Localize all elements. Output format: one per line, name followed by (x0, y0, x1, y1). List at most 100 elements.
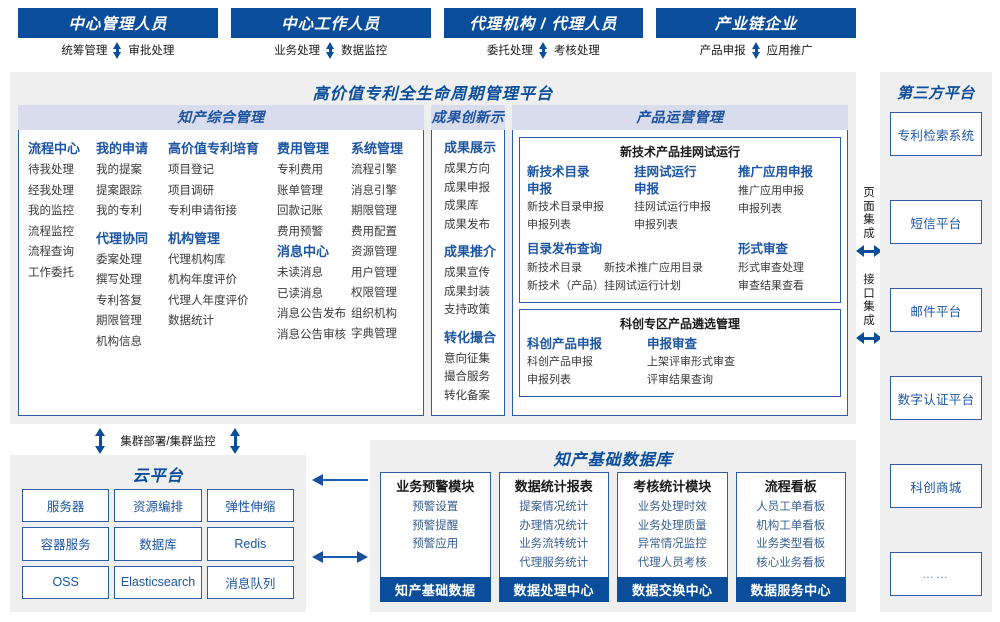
card-item[interactable]: 代理人员考核 (637, 556, 707, 569)
cloud-cell-orchestration[interactable]: 资源编排 (114, 489, 202, 523)
third-party-item-email[interactable]: 邮件平台 (890, 288, 982, 332)
role-title-2[interactable]: 代理机构 / 代理人员 (443, 8, 644, 38)
database-footer-processing-center[interactable]: 数据处理中心 (498, 577, 609, 602)
menu-item[interactable]: 审查结果查看 (738, 279, 804, 292)
menu-item[interactable]: 机构年度评价 (168, 274, 237, 286)
menu-item[interactable]: 用户管理 (351, 266, 397, 279)
menu-item[interactable]: 组织机构 (351, 307, 397, 320)
menu-item[interactable]: 意向征集 (444, 352, 490, 365)
card-item[interactable]: 业务流转统计 (519, 538, 589, 550)
menu-item[interactable]: 费用配置 (351, 225, 397, 238)
cloud-cell-database[interactable]: 数据库 (114, 527, 202, 561)
menu-item[interactable]: 消息公告审核 (277, 328, 346, 341)
menu-item[interactable]: 新技术（产品）挂网试运行计划 (527, 279, 681, 292)
menu-item[interactable]: 成果方向 (444, 163, 490, 175)
menu-item[interactable]: 委案处理 (96, 253, 142, 266)
card-item[interactable]: 预警设置 (412, 501, 459, 513)
menu-item[interactable]: 权限管理 (351, 287, 397, 299)
menu-item[interactable]: 支持政策 (444, 304, 490, 316)
menu-item[interactable]: 形式审查处理 (738, 261, 804, 274)
menu-item[interactable]: 回款记账 (277, 205, 323, 217)
cloud-cell-elasticsearch[interactable]: Elasticsearch (114, 565, 202, 599)
menu-item[interactable]: 挂网试运行申报 (634, 201, 711, 213)
menu-item[interactable]: 我的专利 (96, 205, 142, 217)
menu-item[interactable]: 提案跟踪 (96, 184, 142, 197)
card-item[interactable]: 提案情况统计 (519, 501, 589, 513)
cloud-cell-server[interactable]: 服务器 (22, 489, 110, 523)
menu-item[interactable]: 申报列表 (527, 374, 571, 386)
menu-item[interactable]: 我的监控 (28, 205, 74, 217)
role-title-1[interactable]: 中心工作人员 (230, 8, 431, 38)
menu-item[interactable]: 费用预警 (277, 225, 323, 238)
third-party-item-digital-cert[interactable]: 数字认证平台 (890, 376, 982, 420)
card-item[interactable]: 代理服务统计 (519, 556, 589, 569)
menu-item[interactable]: 流程监控 (28, 225, 74, 238)
card-item[interactable]: 异常情况监控 (637, 538, 707, 550)
menu-item[interactable]: 项目调研 (168, 184, 214, 197)
menu-item[interactable]: 已读消息 (277, 287, 323, 300)
menu-item[interactable]: 流程查询 (28, 246, 74, 258)
cloud-cell-container[interactable]: 容器服务 (22, 527, 110, 561)
menu-item[interactable]: 转化备案 (444, 389, 490, 402)
menu-item[interactable]: 新技术目录 新技术推广应用目录 (527, 261, 703, 274)
menu-item[interactable]: 专利答复 (96, 294, 142, 307)
menu-item[interactable]: 代理人年度评价 (168, 294, 249, 307)
menu-item[interactable]: 成果封装 (444, 285, 490, 298)
menu-item[interactable]: 专利申请衔接 (168, 205, 237, 217)
menu-item[interactable]: 成果宣传 (444, 267, 490, 279)
card-item[interactable]: 办理情况统计 (519, 519, 589, 532)
menu-item[interactable]: 推广应用申报 (738, 184, 804, 197)
role-title-0[interactable]: 中心管理人员 (18, 8, 218, 38)
menu-item[interactable]: 撰写处理 (96, 274, 142, 286)
menu-item[interactable]: 成果申报 (444, 181, 490, 194)
menu-item[interactable]: 账单管理 (277, 184, 323, 197)
card-item[interactable]: 业务类型看板 (756, 538, 826, 550)
menu-item[interactable]: 经我处理 (28, 184, 74, 197)
database-footer-exchange-center[interactable]: 数据交换中心 (617, 577, 728, 602)
menu-item[interactable]: 待我处理 (28, 164, 74, 176)
menu-item[interactable]: 申报列表 (527, 219, 571, 231)
menu-item[interactable]: 上架评审形式审查 (647, 356, 735, 368)
third-party-item-kechuang-mall[interactable]: 科创商城 (890, 464, 982, 508)
menu-item[interactable]: 流程引擎 (351, 164, 397, 176)
database-footer-base-data[interactable]: 知产基础数据 (380, 577, 491, 602)
card-item[interactable]: 预警应用 (412, 538, 459, 550)
menu-item[interactable]: 机构信息 (96, 335, 142, 348)
menu-item[interactable]: 申报列表 (634, 219, 678, 231)
cloud-cell-message-queue[interactable]: 消息队列 (206, 565, 294, 599)
menu-item[interactable]: 成果发布 (444, 218, 490, 231)
third-party-item-more[interactable]: …… (890, 552, 982, 596)
menu-item[interactable]: 数据统计 (168, 315, 214, 327)
menu-item[interactable]: 评审结果查询 (647, 374, 713, 386)
card-item[interactable]: 人员工单看板 (756, 501, 826, 513)
menu-item[interactable]: 资源管理 (351, 246, 397, 258)
cloud-cell-oss[interactable]: OSS (22, 565, 110, 599)
card-item[interactable]: 核心业务看板 (756, 556, 826, 569)
menu-item[interactable]: 撮合服务 (444, 371, 490, 383)
third-party-item-patent-search[interactable]: 专利检索系统 (890, 112, 982, 156)
menu-item[interactable]: 项目登记 (168, 164, 214, 176)
menu-item[interactable]: 消息公告发布 (277, 308, 346, 320)
menu-item[interactable]: 申报列表 (738, 202, 782, 215)
card-item[interactable]: 业务处理时效 (637, 501, 707, 513)
menu-item[interactable]: 代理机构库 (168, 253, 226, 266)
menu-item[interactable]: 消息引擎 (351, 184, 397, 197)
cloud-cell-autoscaling[interactable]: 弹性伸缩 (206, 489, 294, 523)
menu-item[interactable]: 期限管理 (96, 315, 142, 327)
menu-item[interactable]: 新技术目录申报 (527, 201, 604, 213)
card-item[interactable]: 预警提醒 (412, 519, 459, 532)
database-footer-service-center[interactable]: 数据服务中心 (735, 577, 846, 602)
card-item[interactable]: 业务处理质量 (637, 519, 707, 532)
menu-item[interactable]: 工作委托 (28, 266, 74, 279)
menu-item[interactable]: 科创产品申报 (527, 356, 593, 368)
cloud-cell-redis[interactable]: Redis (206, 527, 294, 561)
menu-item[interactable]: 成果库 (444, 200, 479, 212)
third-party-item-sms[interactable]: 短信平台 (890, 200, 982, 244)
menu-item[interactable]: 期限管理 (351, 205, 397, 217)
menu-item[interactable]: 专利费用 (277, 164, 323, 176)
menu-item[interactable]: 字典管理 (351, 328, 397, 340)
role-title-3[interactable]: 产业链企业 (656, 8, 856, 38)
menu-item[interactable]: 未读消息 (277, 267, 323, 279)
menu-item[interactable]: 我的提案 (96, 164, 142, 176)
card-item[interactable]: 机构工单看板 (756, 519, 826, 532)
